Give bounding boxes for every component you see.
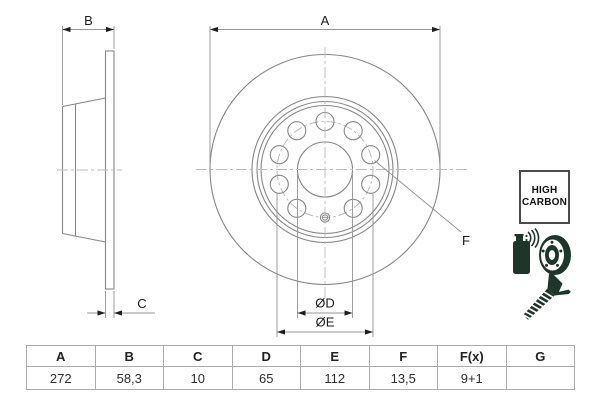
spray-dot (525, 234, 528, 238)
table-value-cell-e: 112 (300, 366, 370, 390)
table-header-cell-g: G (505, 345, 575, 367)
bolt-hole (361, 145, 381, 165)
spray-can-cap (514, 234, 524, 237)
disc-icon-bolt-dot (559, 249, 563, 253)
dimension-d: ØD (297, 174, 353, 318)
bolt-hole (287, 198, 307, 218)
a-dimension-label: A (321, 13, 330, 28)
table-value-cell-g (505, 366, 575, 390)
screw-head-notch (558, 283, 570, 292)
spray-arc (527, 231, 532, 245)
side-view (57, 50, 122, 290)
bolt-hole (287, 121, 307, 141)
disc-icon-bolt-dot (556, 263, 559, 267)
c-dimension-label: C (137, 296, 146, 311)
c-arrow-left (97, 310, 106, 316)
dimension-e: ØE (276, 193, 374, 337)
b-arrow-right (106, 26, 114, 33)
dimension-c: C (87, 291, 155, 318)
spray-arc (534, 227, 540, 249)
bolt-hole (269, 174, 289, 194)
bolt-hole (343, 121, 363, 141)
screw-threads (522, 291, 554, 320)
f-leader-line (374, 160, 462, 233)
disc-icon-bolt-dot (541, 249, 545, 253)
dimension-b: B (62, 13, 115, 105)
table-value-cell-a: 272 (26, 366, 96, 390)
d-dimension-label: ØD (315, 296, 335, 311)
high-carbon-badge: HIGH CARBON (519, 170, 570, 224)
spray-arc (530, 229, 536, 247)
hat-bottom-slant-line (62, 232, 106, 243)
table-value-row: 272 58,3 10 65 112 13,5 9+1 (26, 366, 575, 390)
disc-icon-bolt-dot (545, 263, 548, 267)
table-value-cell-d: 65 (231, 366, 301, 390)
spray-can-body (513, 241, 530, 274)
hat-top-slant-line (62, 97, 106, 108)
front-view (196, 47, 468, 299)
a-arrow-left (210, 26, 218, 33)
coated-disc-spray-icon (513, 227, 571, 275)
d-arrow-right (344, 310, 353, 316)
table-value-cell-f: 13,5 (368, 366, 438, 390)
mounting-screw-icon (522, 272, 571, 320)
high-carbon-text-line1: HIGH (531, 185, 558, 196)
c-arrow-right (114, 310, 122, 316)
spray-dot (525, 238, 528, 242)
table-header-cell-b: B (94, 345, 164, 367)
f-dimension-label: F (462, 233, 470, 248)
high-carbon-text-line2: CARBON (521, 197, 568, 208)
dimension-a: A (209, 13, 441, 168)
e-dimension-label: ØE (316, 315, 335, 330)
spray-can-nozzle (516, 236, 523, 241)
bolt-hole (269, 145, 289, 165)
d-arrow-left (297, 310, 306, 316)
table-header-cell-c: C (163, 345, 233, 367)
dimension-f: F (374, 160, 470, 248)
table-header-cell-f: F (368, 345, 438, 367)
table-value-cell-fx: 9+1 (437, 366, 507, 390)
bolt-hole (343, 198, 363, 218)
a-arrow-right (432, 26, 440, 33)
e-arrow-left (277, 329, 285, 335)
disc-icon-bolt-dot (550, 240, 554, 244)
bolt-hole (361, 174, 381, 194)
b-arrow-left (62, 26, 71, 33)
e-arrow-right (365, 329, 373, 335)
table-value-cell-b: 58,3 (94, 366, 164, 390)
table-header-cell-d: D (231, 345, 301, 367)
table-header-row: A B C D E F F(x) G (26, 345, 575, 367)
b-dimension-label: B (84, 13, 93, 28)
table-value-cell-c: 10 (163, 366, 233, 390)
table-header-cell-fx: F(x) (437, 345, 507, 367)
table-header-cell-a: A (26, 345, 96, 367)
disc-icon-bore (548, 250, 556, 260)
dimension-table: A B C D E F F(x) G 272 58,3 10 65 112 13… (26, 345, 575, 390)
table-header-cell-e: E (300, 345, 370, 367)
